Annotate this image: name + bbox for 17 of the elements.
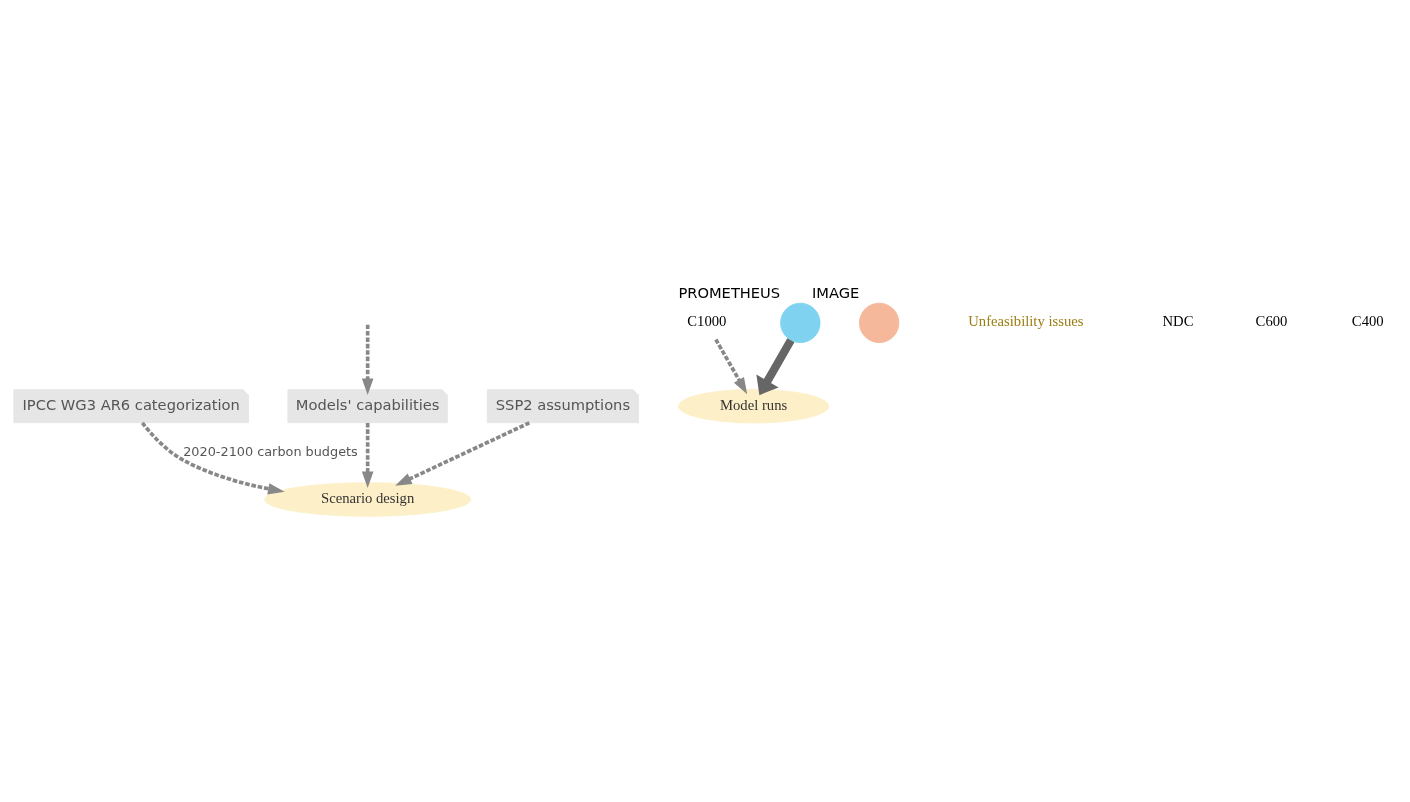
arrow: [395, 420, 531, 486]
node-label: IMAGE: [811, 283, 860, 301]
node-circle: [859, 302, 900, 343]
node-text: C1000: [687, 312, 727, 329]
arrow: [714, 338, 748, 394]
arrow: [361, 324, 374, 395]
node-circle: [780, 302, 821, 343]
node-ellipse: Model runs: [677, 388, 830, 423]
label: NDC: [1162, 312, 1194, 329]
label: C600: [1255, 312, 1288, 329]
node-label: PROMETHEUS: [678, 283, 781, 301]
label: C400: [1351, 312, 1384, 329]
label: Unfeasibility issues: [968, 312, 1084, 329]
arrow: [140, 421, 285, 495]
edge-label: 2020-2100 carbon budgets: [183, 443, 358, 459]
arrow: [756, 337, 795, 395]
arrow: [361, 422, 374, 488]
